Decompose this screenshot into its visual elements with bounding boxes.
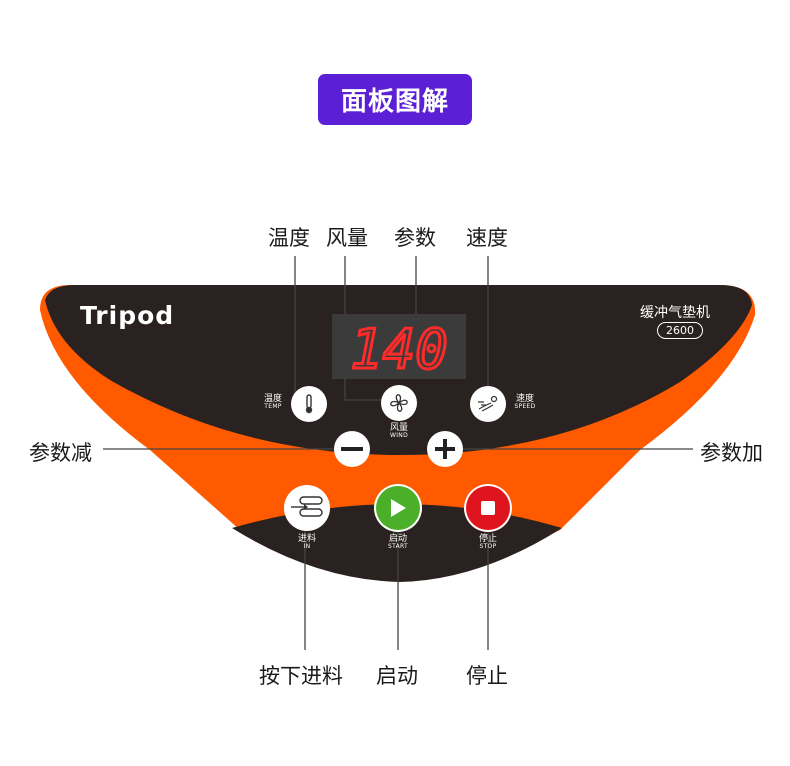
model-number: 2600 <box>657 322 703 339</box>
callout-param: 参数 <box>394 226 436 250</box>
plus-icon <box>435 439 455 459</box>
callout-temp: 温度 <box>268 226 310 250</box>
speed-button[interactable] <box>470 386 506 422</box>
brand-logo: Tripod <box>80 301 175 330</box>
callout-lines <box>103 256 693 650</box>
callout-stop: 停止 <box>466 664 508 688</box>
callout-feed: 按下进料 <box>259 664 343 688</box>
speed-icon <box>478 395 498 412</box>
display-value: 140 <box>350 318 448 379</box>
feed-button[interactable] <box>284 485 330 531</box>
callout-wind: 风量 <box>326 226 368 250</box>
led-digits: 140 <box>349 317 450 383</box>
play-icon <box>391 499 406 517</box>
thermometer-icon <box>305 394 313 414</box>
page-title: 面板图解 <box>318 74 472 125</box>
fan-icon <box>390 394 408 412</box>
callout-start: 启动 <box>376 664 418 688</box>
callout-param-plus: 参数加 <box>700 441 763 465</box>
param-minus-button[interactable] <box>334 431 370 467</box>
stop-square-icon <box>481 501 495 515</box>
start-button[interactable] <box>374 484 422 532</box>
stop-button[interactable] <box>464 484 512 532</box>
led-display: 140 <box>332 314 466 383</box>
temp-button[interactable] <box>291 386 327 422</box>
wind-button[interactable] <box>381 385 417 421</box>
callout-speed: 速度 <box>466 226 508 250</box>
feed-icon <box>291 496 323 517</box>
minus-icon <box>341 447 363 451</box>
callout-param-minus: 参数减 <box>29 441 92 465</box>
param-plus-button[interactable] <box>427 431 463 467</box>
model-name: 缓冲气垫机 <box>640 305 710 321</box>
